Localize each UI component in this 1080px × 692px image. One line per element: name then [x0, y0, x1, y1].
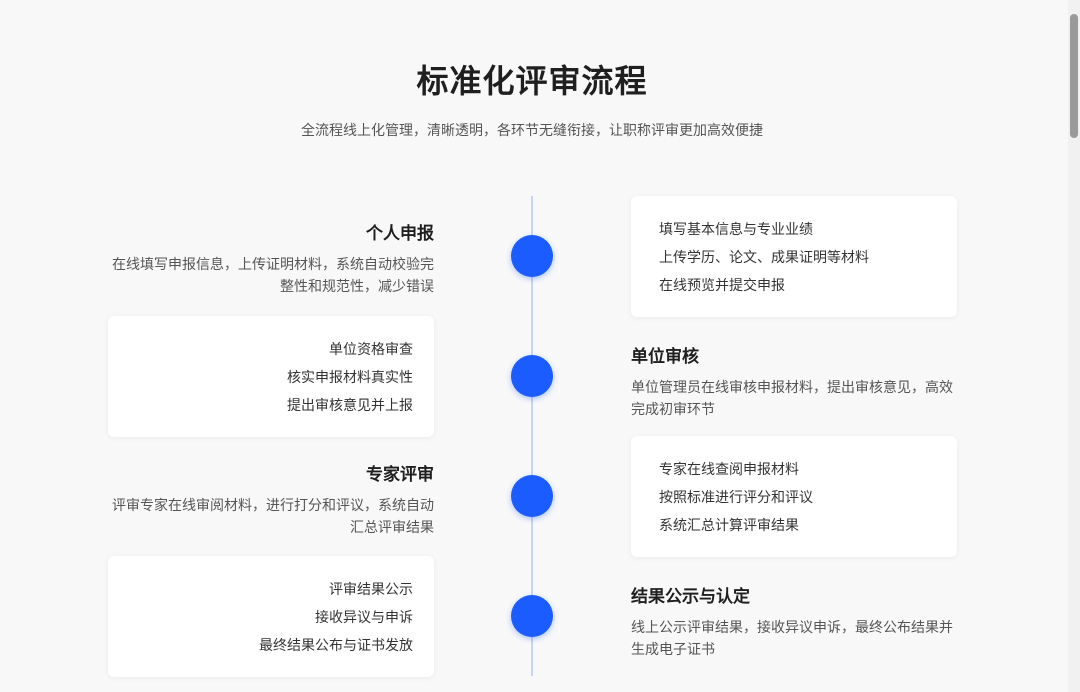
timeline-dot-step-3	[511, 475, 553, 517]
step-1-card-item: 填写基本信息与专业业绩	[659, 222, 813, 238]
step-1-text: 个人申报 在线填写申报信息，上传证明材料，系统自动校验完整性和规范性，减少错误	[108, 219, 434, 298]
step-1-card-item: 在线预览并提交申报	[659, 278, 785, 294]
scrollbar-thumb[interactable]	[1070, 14, 1078, 138]
step-3-card-item: 按照标准进行评分和评议	[659, 490, 813, 506]
step-2-card-item: 核实申报材料真实性	[287, 370, 413, 386]
step-4-card-item: 最终结果公布与证书发放	[259, 638, 413, 654]
step-3-text: 专家评审 评审专家在线审阅材料，进行打分和评议，系统自动汇总评审结果	[108, 460, 434, 539]
step-3-card: 专家在线查阅申报材料 按照标准进行评分和评议 系统汇总计算评审结果	[631, 436, 957, 557]
step-3-title: 专家评审	[366, 465, 434, 485]
step-3-card-item: 系统汇总计算评审结果	[659, 518, 799, 534]
step-4-card-item: 接收异议与申诉	[315, 610, 413, 626]
step-2-card-item: 单位资格审查	[329, 342, 413, 358]
step-2-text: 单位审核 单位管理员在线审核申报材料，提出审核意见，高效完成初审环节	[631, 342, 957, 421]
step-2-title: 单位审核	[631, 347, 699, 367]
timeline-dot-step-1	[511, 235, 553, 277]
step-2-card-item: 提出审核意见并上报	[287, 398, 413, 414]
step-4-text: 结果公示与认定 线上公示评审结果，接收异议申诉，最终公布结果并生成电子证书	[631, 582, 957, 661]
step-4-card: 评审结果公示 接收异议与申诉 最终结果公布与证书发放	[108, 556, 434, 677]
step-3-card-item: 专家在线查阅申报材料	[659, 462, 799, 478]
page-subtitle: 全流程线上化管理，清晰透明，各环节无缝衔接，让职称评审更加高效便捷	[301, 123, 763, 139]
step-2-card: 单位资格审查 核实申报材料真实性 提出审核意见并上报	[108, 316, 434, 437]
step-4-title: 结果公示与认定	[631, 587, 750, 607]
step-1-title: 个人申报	[366, 224, 434, 244]
step-3-desc: 评审专家在线审阅材料，进行打分和评议，系统自动汇总评审结果	[112, 498, 434, 536]
step-2-desc: 单位管理员在线审核申报材料，提出审核意见，高效完成初审环节	[631, 380, 953, 418]
step-1-card: 填写基本信息与专业业绩 上传学历、论文、成果证明等材料 在线预览并提交申报	[631, 196, 957, 317]
step-1-desc: 在线填写申报信息，上传证明材料，系统自动校验完整性和规范性，减少错误	[112, 257, 434, 295]
page-title: 标准化评审流程	[416, 62, 648, 100]
vertical-scrollbar[interactable]	[1068, 0, 1080, 692]
step-1-card-item: 上传学历、论文、成果证明等材料	[659, 250, 869, 266]
timeline-dot-step-2	[511, 355, 553, 397]
step-4-desc: 线上公示评审结果，接收异议申诉，最终公布结果并生成电子证书	[631, 620, 953, 658]
step-4-card-item: 评审结果公示	[329, 582, 413, 598]
timeline-dot-step-4	[511, 595, 553, 637]
timeline-line	[531, 196, 533, 676]
